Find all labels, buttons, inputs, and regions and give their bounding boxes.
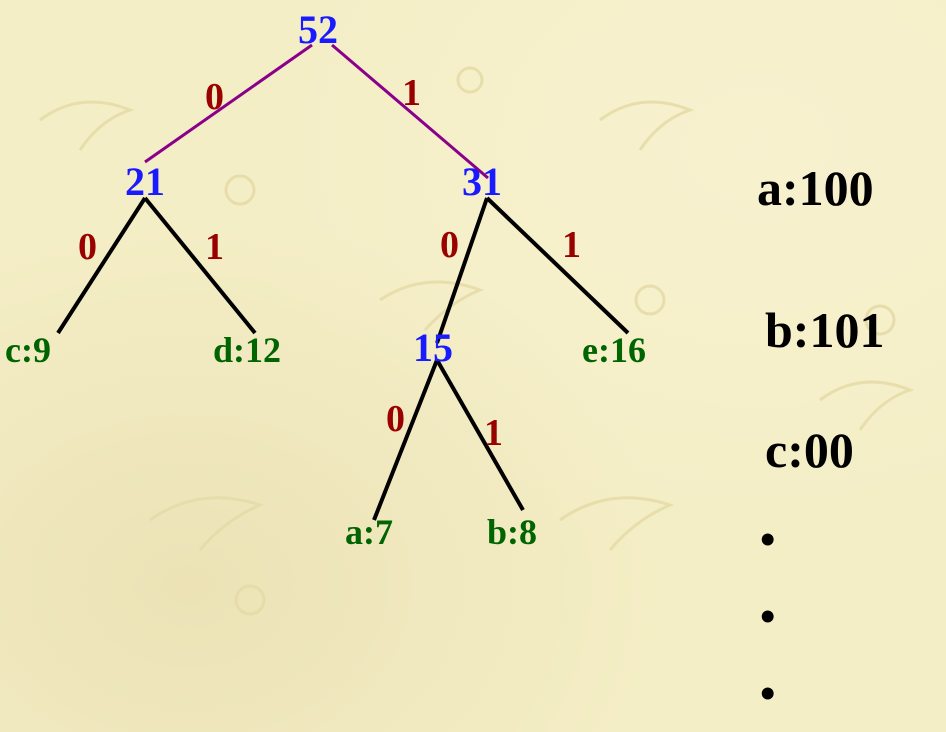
edge-31-15 bbox=[435, 197, 489, 344]
code-c: c:00 bbox=[765, 422, 854, 478]
edge-15-b bbox=[435, 359, 525, 511]
bit-15-b: 1 bbox=[484, 412, 503, 454]
ellipsis-dot-2: • bbox=[760, 592, 776, 641]
node-15: 15 bbox=[413, 325, 453, 370]
leaf-c: c:9 bbox=[5, 330, 51, 370]
ellipsis-dot-3: • bbox=[760, 669, 776, 718]
bit-31-e: 1 bbox=[562, 224, 581, 266]
bit-21-c: 0 bbox=[78, 226, 97, 268]
code-b: b:101 bbox=[765, 302, 885, 358]
bit-52-21: 0 bbox=[205, 76, 224, 118]
edge-21-c bbox=[56, 196, 147, 335]
leaf-d: d:12 bbox=[213, 330, 282, 370]
node-21: 21 bbox=[125, 159, 165, 204]
leaf-a: a:7 bbox=[345, 512, 393, 552]
edge-root-left bbox=[144, 43, 313, 164]
edge-21-d bbox=[143, 196, 257, 335]
edge-root-right bbox=[331, 43, 489, 180]
edge-15-a bbox=[372, 359, 439, 521]
bit-52-31: 1 bbox=[402, 72, 421, 114]
bit-31-15: 0 bbox=[440, 224, 459, 266]
edge-31-e bbox=[485, 196, 630, 335]
node-52: 52 bbox=[298, 7, 338, 52]
code-a: a:100 bbox=[757, 160, 874, 216]
leaf-b: b:8 bbox=[487, 512, 538, 552]
node-31: 31 bbox=[462, 159, 502, 204]
bit-21-d: 1 bbox=[205, 226, 224, 268]
bit-15-a: 0 bbox=[386, 398, 405, 440]
ellipsis-dot-1: • bbox=[760, 515, 776, 564]
leaf-e: e:16 bbox=[582, 330, 646, 370]
